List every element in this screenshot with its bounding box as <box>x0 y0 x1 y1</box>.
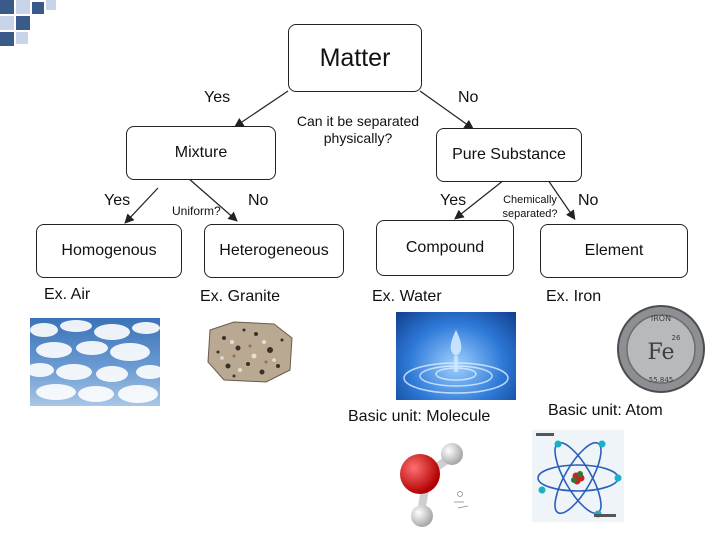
water-drop-photo <box>396 312 516 400</box>
node-homogenous: Homogenous <box>36 224 182 278</box>
iron-coin-photo: IRON Fe 26 55.845 <box>616 304 706 394</box>
corner-square-3 <box>32 2 44 14</box>
corner-square-2 <box>16 0 30 14</box>
node-pure-substance: Pure Substance <box>436 128 582 182</box>
example-granite: Ex. Granite <box>200 288 281 305</box>
water-molecule-illustration <box>400 443 469 527</box>
basic-unit-molecule: Basic unit: Molecule <box>348 408 491 425</box>
node-element: Element <box>540 224 688 278</box>
answer-mixture-yes: Yes <box>104 192 131 209</box>
atom-illustration <box>536 433 622 518</box>
arrow-mixture-to-heterogeneous <box>187 177 238 222</box>
arrow-pure-to-element <box>547 179 576 220</box>
node-matter-label: Matter <box>319 43 391 72</box>
clouds-illustration <box>30 320 160 403</box>
corner-square-6 <box>0 32 14 46</box>
node-heterogeneous-label: Heterogeneous <box>219 242 329 259</box>
granite-illustration <box>207 321 293 383</box>
arrow-mixture-to-homogenous <box>124 187 159 224</box>
svg-text:26: 26 <box>672 334 681 342</box>
node-compound-label: Compound <box>405 239 485 256</box>
corner-square-5 <box>16 16 30 30</box>
example-air: Ex. Air <box>44 286 91 303</box>
arrow-matter-to-pure <box>419 90 474 130</box>
svg-text:55.845: 55.845 <box>649 376 674 384</box>
example-water: Ex. Water <box>372 288 442 305</box>
example-iron: Ex. Iron <box>546 288 602 305</box>
water-drop-illustration <box>403 330 509 394</box>
answer-matter-yes: Yes <box>204 89 231 106</box>
question-uniform: Uniform? <box>172 204 221 218</box>
clouds-photo <box>30 318 160 406</box>
corner-square-4 <box>0 16 14 30</box>
answer-pure-no: No <box>578 192 599 209</box>
answer-pure-yes: Yes <box>440 192 467 209</box>
node-heterogeneous: Heterogeneous <box>204 224 344 278</box>
granite-photo <box>204 318 296 386</box>
node-mixture: Mixture <box>126 126 276 180</box>
svg-text:IRON: IRON <box>651 314 671 323</box>
answer-mixture-no: No <box>248 192 269 209</box>
node-homogenous-label: Homogenous <box>61 242 157 259</box>
svg-text:Fe: Fe <box>647 340 674 365</box>
node-compound: Compound <box>376 220 514 276</box>
node-element-label: Element <box>584 242 644 259</box>
node-pure-substance-label: Pure Substance <box>452 146 566 163</box>
arrow-matter-to-mixture <box>234 90 289 128</box>
arrow-pure-to-compound <box>454 179 505 220</box>
question-chemically: Chemically separated? <box>502 194 558 220</box>
corner-square-8 <box>46 0 56 10</box>
corner-square-1 <box>0 0 14 14</box>
node-mixture-label: Mixture <box>174 144 228 161</box>
iron-coin-illustration: IRON Fe 26 55.845 <box>617 305 705 393</box>
atom-diagram-image <box>532 430 624 522</box>
question-separated: Can it be separated physically? <box>296 113 420 146</box>
answer-matter-no: No <box>458 89 479 106</box>
water-molecule-image <box>386 436 486 530</box>
corner-square-7 <box>16 32 28 44</box>
node-matter: Matter <box>288 24 422 92</box>
basic-unit-atom: Basic unit: Atom <box>548 402 663 419</box>
